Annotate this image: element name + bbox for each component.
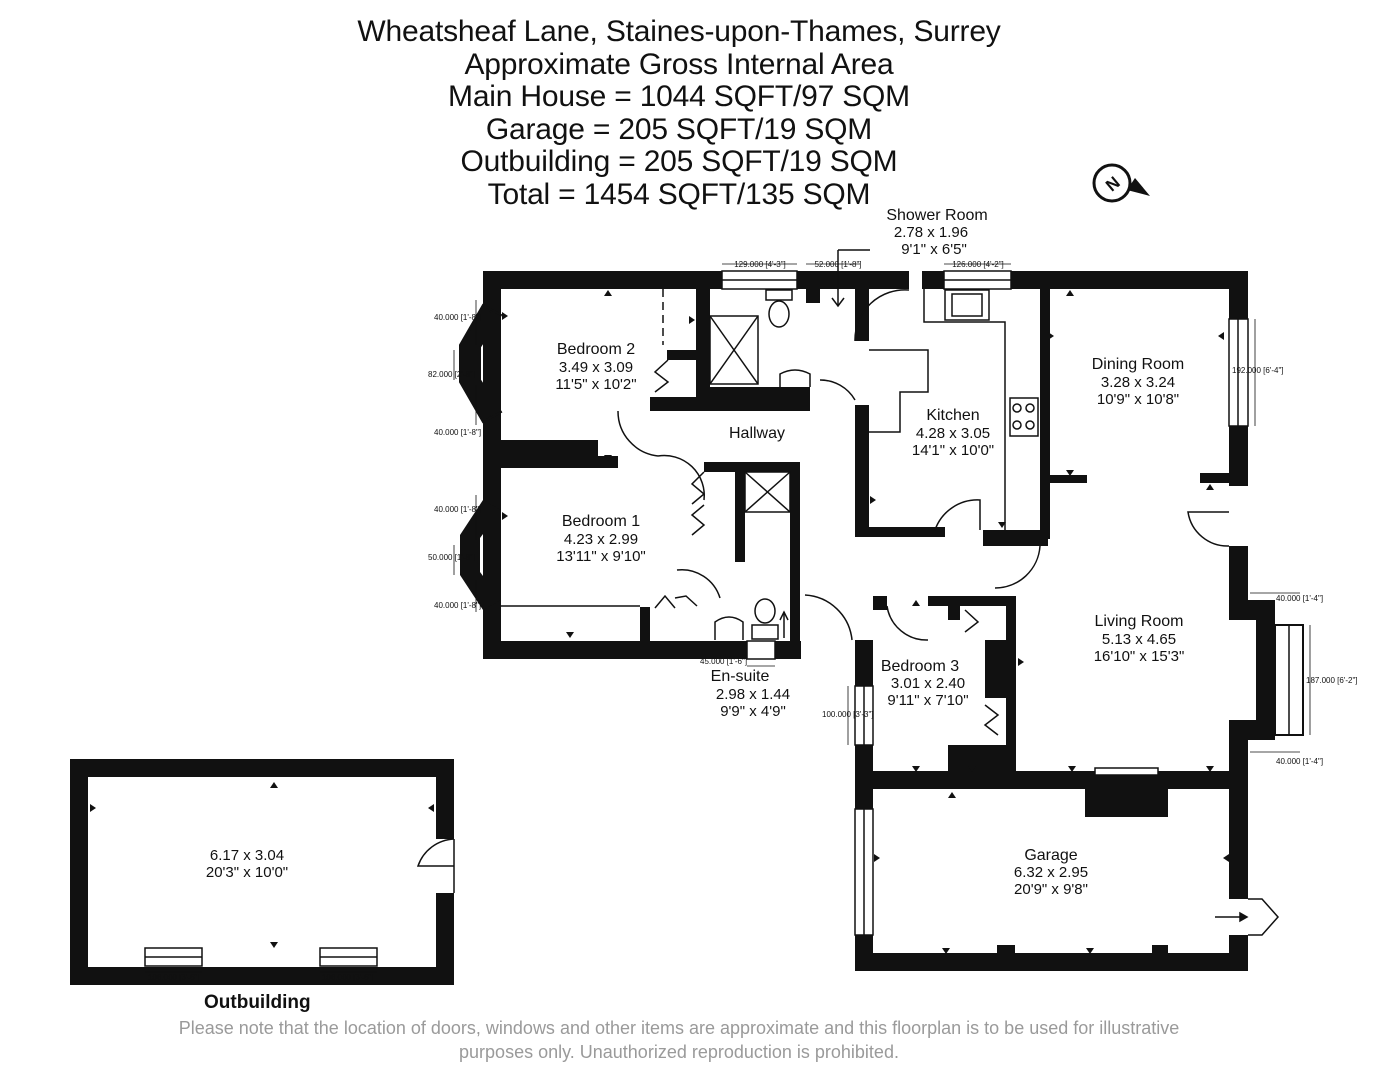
- room-metric: 3.49 x 3.09: [559, 359, 633, 376]
- window-dim-label: 40.000 [1'-8"]: [434, 428, 481, 437]
- garage-door: [854, 808, 874, 936]
- window-dim-label: 40.000 [1'-8"]: [434, 601, 481, 610]
- outbuilding-door: [416, 838, 455, 893]
- room-imperial: 16'10" x 15'3": [1094, 648, 1185, 665]
- window-dim-label: 106.000 [3'-6"]: [322, 973, 374, 982]
- room-garage: Garage 6.32 x 2.95 20'9" x 9'8": [1014, 847, 1088, 898]
- disclaimer: Please note that the location of doors, …: [0, 1016, 1358, 1064]
- room-imperial: 14'1" x 10'0": [912, 442, 994, 459]
- outbuilding-area: Outbuilding = 205 SQFT/19 SQM: [460, 145, 898, 178]
- window-dim-label: 40.000 [1'-8"]: [434, 505, 481, 514]
- window-dimension-labels: 129.000 [4'-3"] 52.000 [1'-8"] 126.000 […: [148, 260, 1358, 982]
- room-metric: 3.01 x 2.40: [891, 675, 965, 692]
- garage-area: Garage = 205 SQFT/19 SQM: [485, 112, 873, 146]
- door-arcs: [617, 289, 1230, 641]
- room-imperial: 13'11" x 9'10": [556, 548, 646, 565]
- window-dim-label: 187.000 [6'-2"]: [1306, 676, 1358, 685]
- room-shower-room: Shower Room 2.78 x 1.96 9'1" x 6'5": [886, 207, 987, 258]
- window-dim-label: 129.000 [4'-3"]: [734, 260, 786, 269]
- bedroom2-bay-window: [459, 303, 503, 424]
- window-dim-label: 45.000 [1'-6"]: [700, 657, 747, 666]
- room-imperial: 20'9" x 9'8": [1014, 881, 1088, 898]
- wall-markers: [90, 290, 1229, 954]
- area-title: Approximate Gross Internal Area: [464, 47, 894, 81]
- disclaimer-line-2: purposes only. Unauthorized reproduction…: [459, 1042, 899, 1062]
- room-name: Shower Room: [886, 207, 987, 224]
- outbuilding-walls: [70, 759, 454, 985]
- window-dim-label: 192.000 [6'-4"]: [1232, 366, 1284, 375]
- room-name: Living Room: [1095, 613, 1184, 630]
- window-dim-label: 82.000 [2'-8"]: [428, 370, 475, 379]
- room-dining-room: Dining Room 3.28 x 3.24 10'9" x 10'8": [1092, 356, 1184, 408]
- room-name: Dining Room: [1092, 356, 1184, 373]
- window-dim-label: 106.000 [3'-6"]: [148, 973, 200, 982]
- floorplan-header: Wheatsheaf Lane, Staines-upon-Thames, Su…: [0, 15, 1358, 211]
- room-imperial: 20'3" x 10'0": [206, 864, 288, 881]
- room-name: Bedroom 3: [881, 658, 959, 675]
- room-name: En-suite: [711, 668, 770, 685]
- garage-side-door: [1215, 898, 1280, 936]
- fixtures: [501, 249, 1159, 776]
- room-name: Kitchen: [926, 407, 979, 424]
- room-living-room: Living Room 5.13 x 4.65 16'10" x 15'3": [1094, 613, 1185, 665]
- room-labels: Bedroom 2 3.49 x 3.09 11'5" x 10'2" Show…: [206, 207, 1184, 898]
- room-metric: 6.17 x 3.04: [210, 847, 284, 864]
- main-house-area: Main House = 1044 SQFT/97 SQM: [448, 80, 910, 113]
- window-dim-label: 100.000 [3'-3"]: [822, 710, 874, 719]
- room-metric: 6.32 x 2.95: [1014, 864, 1088, 881]
- room-outbuilding: 6.17 x 3.04 20'3" x 10'0": [206, 847, 288, 881]
- room-en-suite: En-suite 2.98 x 1.44 9'9" x 4'9": [711, 668, 790, 720]
- room-hallway: Hallway: [729, 425, 785, 442]
- room-name: Bedroom 2: [557, 341, 635, 358]
- garage-walls: [855, 789, 1248, 971]
- window-dim-label: 126.000 [4'-2"]: [952, 260, 1004, 269]
- room-bedroom-1: Bedroom 1 4.23 x 2.99 13'11" x 9'10": [556, 513, 646, 565]
- window-dim-label: 52.000 [1'-8"]: [814, 260, 861, 269]
- room-bedroom-2: Bedroom 2 3.49 x 3.09 11'5" x 10'2": [555, 341, 636, 393]
- room-imperial: 9'1" x 6'5": [901, 241, 967, 258]
- address-title: Wheatsheaf Lane, Staines-upon-Thames, Su…: [357, 15, 1001, 48]
- disclaimer-line-1: Please note that the location of doors, …: [178, 1018, 1180, 1038]
- outbuilding-caption: Outbuilding: [204, 992, 311, 1013]
- outbuilding-windows: [144, 947, 378, 967]
- living-room-bay-window: [1229, 600, 1304, 740]
- room-metric: 4.28 x 3.05: [916, 425, 990, 442]
- room-metric: 5.13 x 4.65: [1102, 631, 1176, 648]
- room-bedroom-3: Bedroom 3 3.01 x 2.40 9'11" x 7'10": [881, 658, 969, 709]
- north-arrow-icon: N: [1092, 163, 1150, 203]
- room-imperial: 9'9" x 4'9": [720, 703, 786, 720]
- total-area: Total = 1454 SQFT/135 SQM: [487, 177, 871, 211]
- compass-letter: N: [1102, 173, 1124, 195]
- room-name: Bedroom 1: [562, 513, 640, 530]
- room-metric: 2.98 x 1.44: [716, 686, 790, 703]
- room-metric: 2.78 x 1.96: [894, 224, 968, 241]
- window-dim-label: 40.000 [1'-4"]: [1276, 594, 1323, 603]
- window-dim-label: 50.000 [1'-8"]: [428, 553, 475, 562]
- bedroom1-bay-window: [460, 500, 501, 610]
- room-metric: 4.23 x 2.99: [564, 531, 638, 548]
- window-dim-label: 40.000 [1'-4"]: [1276, 757, 1323, 766]
- window-dim-label: 40.000 [1'-8"]: [434, 313, 481, 322]
- windows: [721, 270, 1249, 746]
- room-imperial: 11'5" x 10'2": [555, 376, 636, 393]
- room-name: Hallway: [729, 425, 785, 442]
- room-imperial: 9'11" x 7'10": [887, 692, 968, 709]
- room-metric: 3.28 x 3.24: [1101, 374, 1175, 391]
- room-kitchen: Kitchen 4.28 x 3.05 14'1" x 10'0": [912, 407, 994, 459]
- window-dimension-lines: [145, 263, 1311, 973]
- room-imperial: 10'9" x 10'8": [1097, 391, 1179, 408]
- room-name: Garage: [1024, 847, 1077, 864]
